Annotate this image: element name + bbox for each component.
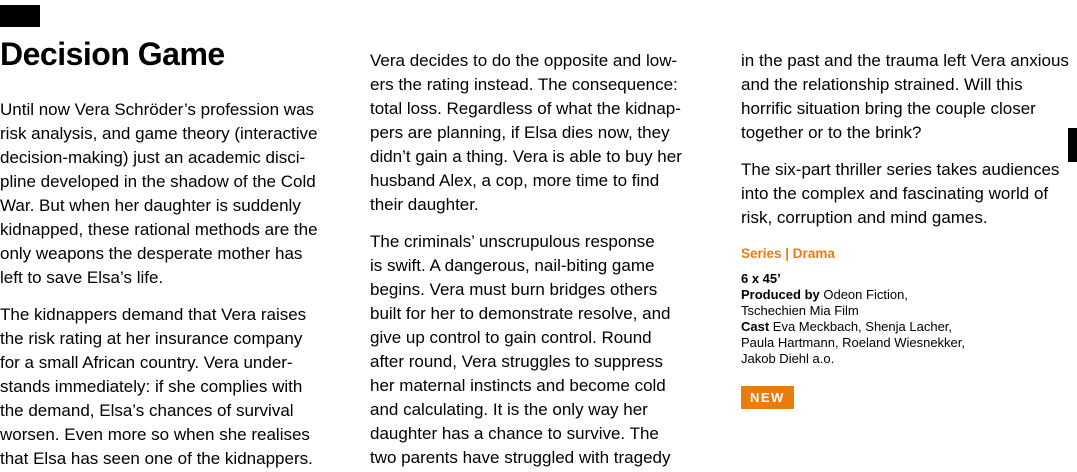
text-line: The kidnappers demand that Vera raises — [0, 305, 307, 324]
text-line: risk analysis, and game theory (interact… — [0, 124, 318, 143]
text-line: and calculating. It is the only way her — [370, 400, 648, 419]
text-line: worsen. Even more so when she realises — [0, 425, 310, 444]
crop-artifact-top-left — [0, 5, 40, 27]
credit-line: Produced by Odeon Fiction, — [741, 287, 908, 302]
text-line: pers are planning, if Elsa dies now, the… — [370, 123, 670, 142]
text-line: is swift. A dangerous, nail-biting game — [370, 256, 655, 275]
credit-line: Tschechien Mia Film — [741, 303, 859, 318]
text-line: their daughter. — [370, 195, 479, 214]
text-line: didn’t gain a thing. Vera is able to buy… — [370, 147, 682, 166]
text-line: built for her to demonstrate resolve, an… — [370, 304, 671, 323]
text-line: total loss. Regardless of what the kidna… — [370, 99, 681, 118]
text-line: War. But when her daughter is suddenly — [0, 196, 301, 215]
column-1: Decision Game Until now Vera Schröder’s … — [0, 38, 348, 471]
paragraph: The six-part thriller series takes audie… — [741, 158, 1077, 230]
text-line: only weapons the desperate mother has — [0, 244, 303, 263]
text-line: Vera decides to do the opposite and low- — [370, 51, 678, 70]
text-line: risk, corruption and mind games. — [741, 208, 988, 227]
text-line: The criminals’ unscrupulous response — [370, 232, 655, 251]
text-line: after round, Vera struggles to suppress — [370, 352, 663, 371]
text-line: for a small African country. Vera under- — [0, 353, 293, 372]
paragraph: Until now Vera Schröder’s profession was… — [0, 98, 348, 290]
text-line: give up control to gain control. Round — [370, 328, 652, 347]
crop-artifact-right-edge — [1068, 128, 1077, 162]
text-line: horrific situation bring the couple clos… — [741, 99, 1036, 118]
column-3-text: in the past and the trauma left Vera anx… — [741, 49, 1077, 230]
column-2: Vera decides to do the opposite and low-… — [370, 49, 714, 470]
text-line: husband Alex, a cop, more time to find — [370, 171, 660, 190]
credit-line: Jakob Diehl a.o. — [741, 351, 835, 366]
credit-line: 6 x 45’ — [741, 271, 781, 286]
new-badge: NEW — [741, 386, 794, 409]
text-line: the demand, Elsa’s chances of survival — [0, 401, 294, 420]
text-line: pline developed in the shadow of the Col… — [0, 172, 316, 191]
text-line: decision-making) just an academic disci- — [0, 148, 306, 167]
credit-line: Paula Hartmann, Roeland Wiesnekker, — [741, 335, 966, 350]
text-line: together or to the brink? — [741, 123, 922, 142]
text-line: in the past and the trauma left Vera anx… — [741, 51, 1069, 70]
paragraph: The criminals’ unscrupulous response is s… — [370, 230, 714, 470]
page-title: Decision Game — [0, 36, 225, 72]
text-line: her maternal instincts and become cold — [370, 376, 666, 395]
text-line: daughter has a chance to survive. The — [370, 424, 659, 443]
paragraph: in the past and the trauma left Vera anx… — [741, 49, 1077, 145]
text-line: the risk rating at her insurance company — [0, 329, 303, 348]
text-line: The six-part thriller series takes audie… — [741, 160, 1060, 179]
paragraph: Vera decides to do the opposite and low-… — [370, 49, 714, 217]
text-line: stands immediately: if she complies with — [0, 377, 303, 396]
column-3: in the past and the trauma left Vera anx… — [741, 49, 1077, 409]
column-2-text: Vera decides to do the opposite and low-… — [370, 49, 714, 470]
text-line: that Elsa has seen one of the kidnappers… — [0, 449, 313, 468]
text-line: ers the rating instead. The consequence: — [370, 75, 678, 94]
text-line: kidnapped, these rational methods are th… — [0, 220, 318, 239]
text-line: into the complex and fascinating world o… — [741, 184, 1049, 203]
credit-line: Cast Eva Meckbach, Shenja Lacher, — [741, 319, 953, 334]
column-1-text: Until now Vera Schröder’s profession was… — [0, 98, 348, 471]
text-line: Until now Vera Schröder’s profession was — [0, 100, 315, 119]
credits-block: 6 x 45’Produced by Odeon Fiction,Tschech… — [741, 271, 1077, 367]
text-line: left to save Elsa’s life. — [0, 268, 164, 287]
paragraph: The kidnappers demand that Vera raises th… — [0, 303, 348, 471]
text-line: and the relationship strained. Will this — [741, 75, 1023, 94]
text-line: two parents have struggled with tragedy — [370, 448, 671, 467]
text-line: begins. Vera must burn bridges others — [370, 280, 658, 299]
genre-label: Series | Drama — [741, 246, 835, 261]
